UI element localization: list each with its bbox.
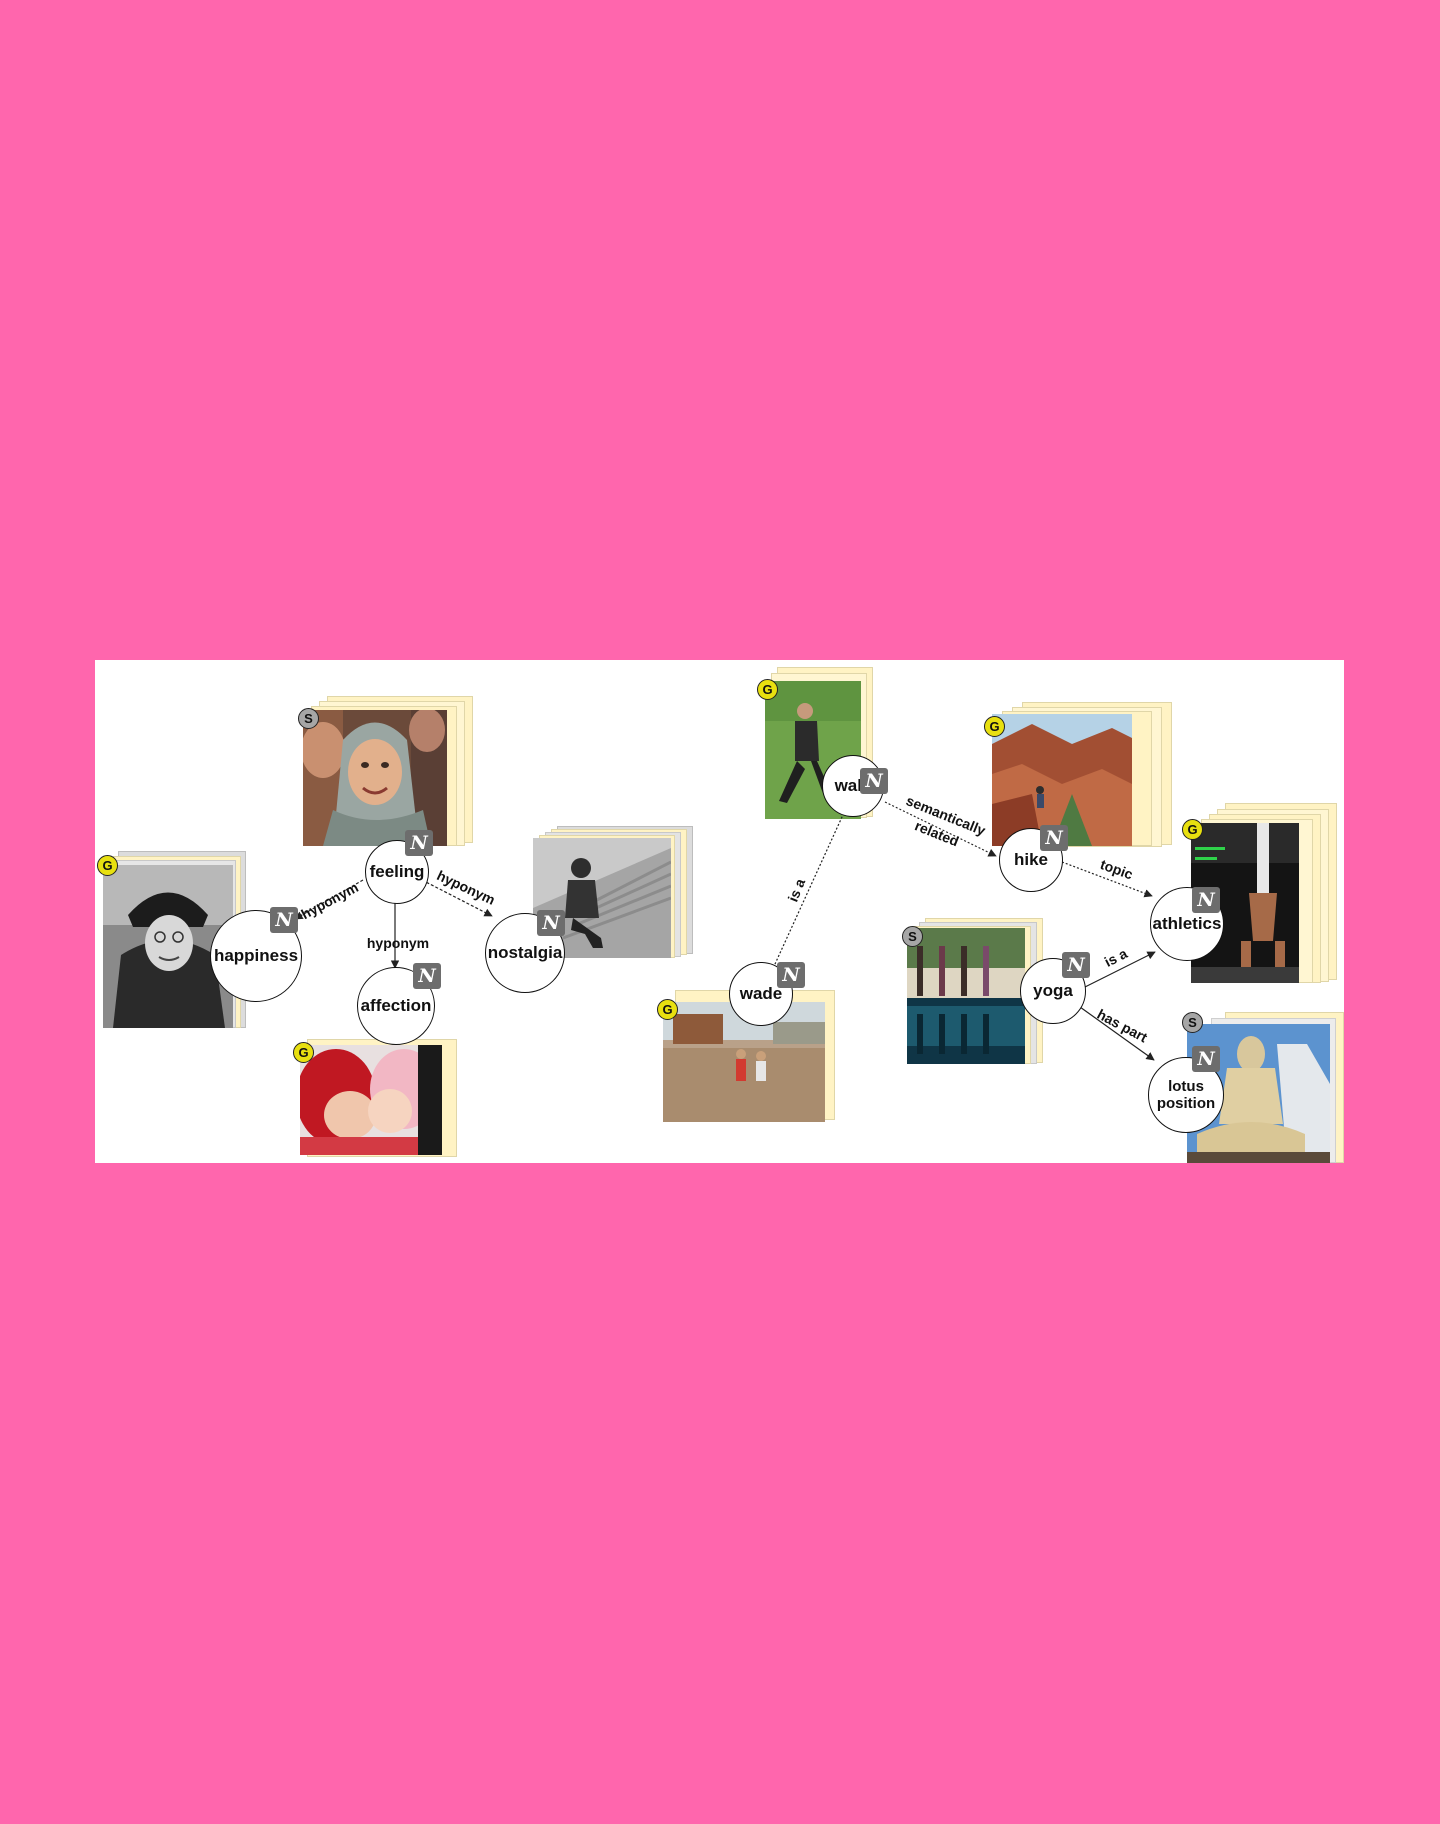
mother-baby-kiss-photo — [300, 1045, 442, 1155]
athletics-image-stack: G — [1182, 803, 1343, 993]
node-label: happiness — [213, 946, 299, 966]
babelnet-logo-icon: N — [270, 907, 298, 933]
edge-label: is a — [785, 876, 809, 904]
nostalgia-image-stack — [533, 826, 698, 958]
affection-image-stack: G — [293, 1027, 470, 1159]
knowledge-graph-canvas: S G — [95, 660, 1344, 1163]
babelnet-logo-icon: N — [1192, 887, 1220, 913]
node-walk[interactable]: walk — [822, 755, 884, 817]
edge-label: hyponym — [435, 867, 498, 908]
node-label: athletics — [1152, 914, 1222, 934]
edge-label: semantically — [904, 792, 988, 838]
wade-image-stack: G — [657, 985, 838, 1125]
source-s-badge: S — [1182, 1012, 1203, 1033]
edge-feeling-affection: hyponym — [367, 895, 429, 969]
edge-label: related — [913, 817, 962, 849]
node-label: hike — [1013, 850, 1049, 870]
feeling-image-stack: S — [298, 696, 473, 846]
node-label: nostalgia — [487, 943, 563, 963]
babelnet-logo-icon: N — [1192, 1046, 1220, 1072]
yoga-pool-photo — [907, 928, 1025, 1064]
edge-walk-hike: semantically related — [884, 792, 997, 857]
edge-yoga-lotus: has part — [1079, 1006, 1155, 1061]
source-g-badge: G — [1182, 819, 1203, 840]
edge-feeling-happiness: hyponym — [294, 879, 364, 922]
node-label: lotus position — [1156, 1077, 1216, 1112]
babelnet-logo-icon: N — [537, 910, 565, 936]
babelnet-logo-icon: N — [413, 963, 441, 989]
edge-feeling-nostalgia: hyponym — [421, 867, 498, 917]
edge-yoga-athletics: is a — [1084, 945, 1156, 988]
edge-label: hyponym — [298, 879, 360, 922]
node-label: feeling — [369, 862, 425, 882]
babelnet-logo-icon: N — [1062, 952, 1090, 978]
node-label: yoga — [1033, 981, 1073, 1001]
source-g-badge: G — [657, 999, 678, 1020]
babelnet-logo-icon: N — [1040, 825, 1068, 851]
lotus-image-stack: S — [1182, 1012, 1344, 1163]
source-s-badge: S — [298, 708, 319, 729]
babelnet-logo-icon: N — [860, 768, 888, 794]
edge-label: is a — [1102, 945, 1130, 970]
edge-label: hyponym — [367, 935, 429, 951]
edge-hike-athletics: topic — [1061, 856, 1153, 898]
edge-label: topic — [1098, 856, 1135, 883]
babelnet-logo-icon: N — [777, 962, 805, 988]
node-label: affection — [360, 996, 432, 1016]
source-g-badge: G — [293, 1042, 314, 1063]
source-g-badge: G — [757, 679, 778, 700]
hike-image-stack: G — [984, 702, 1177, 850]
source-s-badge: S — [902, 926, 923, 947]
source-g-badge: G — [97, 855, 118, 876]
edge-label: has part — [1095, 1006, 1151, 1046]
girl-headscarf-photo — [303, 710, 447, 846]
edge-wade-walk: is a — [764, 805, 848, 987]
babelnet-logo-icon: N — [405, 830, 433, 856]
source-g-badge: G — [984, 716, 1005, 737]
node-label: wade — [739, 984, 783, 1004]
